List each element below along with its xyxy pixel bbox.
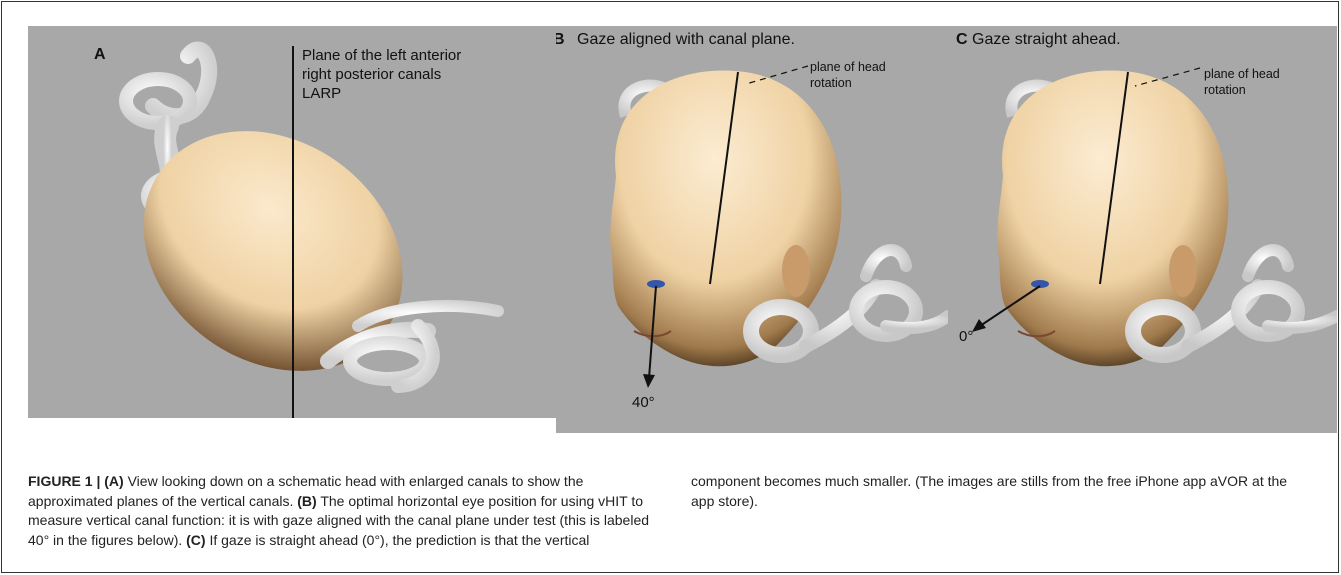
larp-plane-label: Plane of the left anterior right posteri…: [302, 46, 461, 103]
gaze-angle-label: 0°: [959, 328, 973, 345]
panel-b-letter: B: [556, 31, 565, 49]
panel-b-illustration: [556, 26, 948, 433]
panel-a-letter: A: [94, 46, 106, 64]
panel-c-note-line-2: rotation: [1204, 82, 1280, 98]
gaze-arrow-head: [972, 319, 986, 332]
larp-label-line-1: Plane of the left anterior: [302, 46, 461, 65]
panel-b-note-line-1: plane of head: [810, 59, 886, 75]
panel-b-title: Gaze aligned with canal plane.: [577, 31, 795, 49]
panel-b-image: B Gaze aligned with canal plane. plane o…: [556, 26, 948, 433]
panel-c-note-line-1: plane of head: [1204, 66, 1280, 82]
larp-label-line-3: LARP: [302, 84, 461, 103]
panel-a-illustration: [28, 26, 556, 418]
head-top-view: [97, 82, 449, 418]
panel-c-image: C Gaze straight ahead. plane of head rot…: [948, 26, 1337, 433]
gaze-angle-label: 40°: [632, 394, 655, 411]
caption-a-tag: (A): [104, 473, 123, 489]
panel-a-image: A Plane of the left anterior right poste…: [28, 26, 556, 418]
gaze-arrow-head: [643, 374, 655, 388]
caption-b-tag: (B): [297, 493, 316, 509]
panel-c-title: Gaze straight ahead.: [972, 31, 1121, 49]
caption-figure-label: FIGURE 1 |: [28, 473, 104, 489]
panel-c-letter: C: [956, 31, 968, 49]
ear: [782, 245, 810, 297]
caption-c-tag: (C): [186, 532, 205, 548]
panel-c-rotation-note: plane of head rotation: [1204, 66, 1280, 98]
larp-label-line-2: right posterior canals: [302, 65, 461, 84]
ear: [1169, 245, 1197, 297]
panel-b-note-line-2: rotation: [810, 75, 886, 91]
panel-b-rotation-note: plane of head rotation: [810, 59, 886, 91]
figure-caption-left: FIGURE 1 | (A) View looking down on a sc…: [28, 472, 1312, 552]
